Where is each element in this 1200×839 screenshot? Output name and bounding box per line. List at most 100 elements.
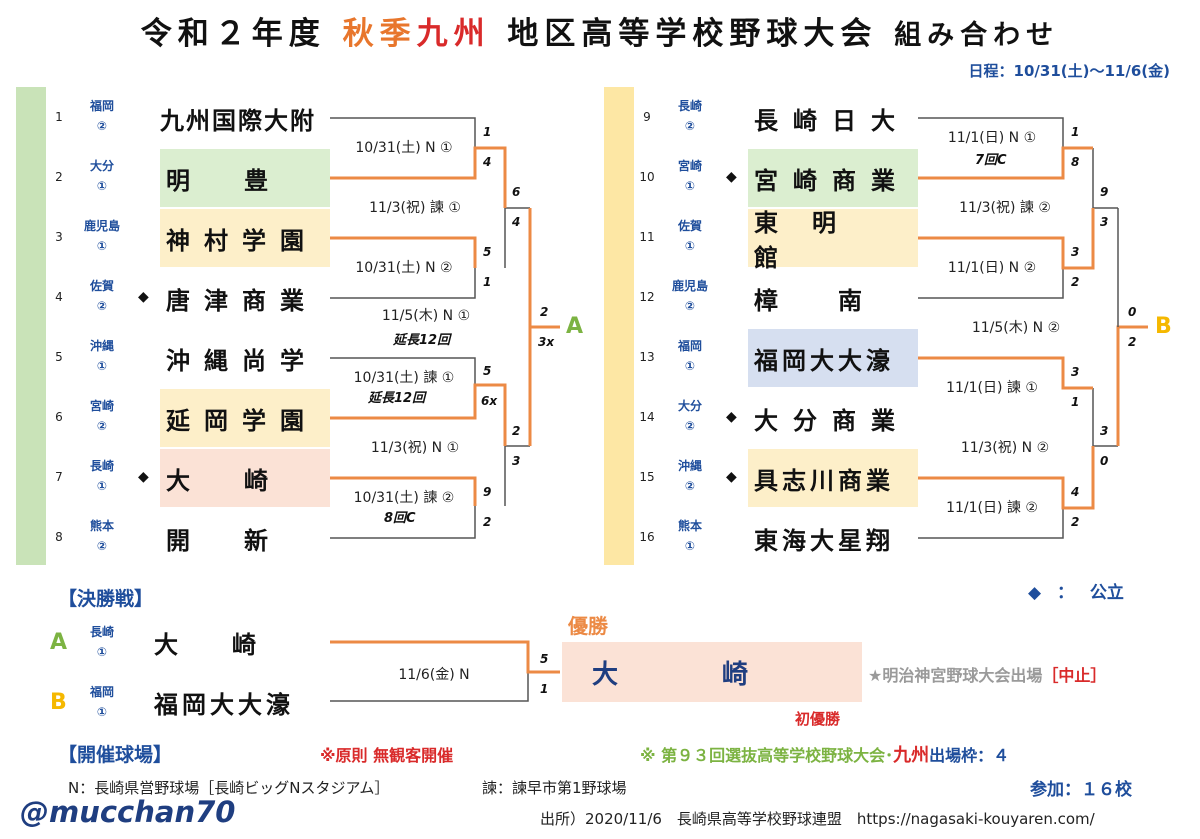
title-tournament: 地区高等学校野球大会 <box>507 16 878 52</box>
prefecture-name: 大分 <box>677 399 702 413</box>
team-prefecture: 佐賀 ② <box>76 276 128 316</box>
team-name: 開 新 <box>160 509 330 567</box>
prefecture-seed: ① <box>96 705 108 719</box>
i-venue: 諫：諫早市第1野球場 <box>482 779 627 797</box>
public-diamond-icon: ◆ <box>726 469 737 485</box>
prefecture-seed: ① <box>96 359 108 373</box>
score: 6x <box>481 394 498 408</box>
prefecture-name: 宮崎 <box>677 159 702 173</box>
match-label: 10/31(土) N ② <box>355 260 453 276</box>
score: 3 <box>1071 365 1080 379</box>
match-note: 7回C <box>975 153 1007 168</box>
match-label: 11/3(祝) N ② <box>960 440 1050 456</box>
score: 4 <box>1071 485 1080 499</box>
match-label: 11/1(日) 諫 ① <box>946 380 1038 396</box>
public-diamond-icon: ◆ <box>138 469 149 485</box>
final-b-prefecture: 福岡 ① <box>76 682 128 722</box>
prefecture-name: 福岡 <box>89 685 114 699</box>
team-name: 長崎日大 <box>748 89 918 147</box>
score: 3 <box>1071 245 1080 259</box>
prefecture-name: 沖縄 <box>677 459 702 473</box>
team-name-text: 東海大星翔 <box>754 526 894 555</box>
score: 1 <box>483 125 492 139</box>
legend-text: 公立 <box>1089 583 1124 603</box>
score: 5 <box>483 364 492 378</box>
prefecture-name: 沖縄 <box>89 339 114 353</box>
prefecture-seed: ① <box>96 645 108 659</box>
prefecture-seed: ① <box>684 179 696 193</box>
match-label: 11/3(祝) N ① <box>370 440 460 456</box>
team-name: 九州国際大附 <box>160 89 330 147</box>
prefecture-seed: ② <box>684 419 696 433</box>
prefecture-seed: ① <box>96 239 108 253</box>
schedule: 日程：10/31(土)～11/6(金) <box>968 62 1170 80</box>
score: 1 <box>1071 125 1080 139</box>
team-name-text: 福岡大大濠 <box>154 690 294 719</box>
score: 0 <box>1128 305 1137 319</box>
team-number: 5 <box>55 350 63 364</box>
public-diamond-icon: ◆ <box>726 169 737 185</box>
team-prefecture: 沖縄 ① <box>76 336 128 376</box>
team-name-text: 大 崎 <box>154 630 258 659</box>
legend-colon: ： <box>1057 583 1074 603</box>
senbatsu-post: 出場枠：４ <box>929 746 1010 765</box>
team-name: 大分商業 <box>748 389 918 447</box>
public-diamond-icon: ◆ <box>138 289 149 305</box>
match-label: 10/31(土) N ① <box>355 140 453 156</box>
prefecture-seed: ① <box>96 479 108 493</box>
score: 5 <box>483 245 492 259</box>
team-name: 宮崎商業 <box>748 149 918 207</box>
team-number: 2 <box>55 170 63 184</box>
team-number: 12 <box>639 290 655 304</box>
prefecture-seed: ② <box>96 299 108 313</box>
team-number: 16 <box>639 530 655 544</box>
prefecture-name: 佐賀 <box>89 279 114 293</box>
match-note: 8回C <box>384 511 416 526</box>
match-label: 11/5(木) N ② <box>971 320 1061 336</box>
participants: 参加：１６校 <box>1030 780 1132 800</box>
team-name-text: 開 新 <box>166 526 270 555</box>
score: 2 <box>1071 515 1080 529</box>
team-name-text: 唐津商業 <box>166 286 318 315</box>
team-number: 15 <box>639 470 655 484</box>
public-diamond-icon: ◆ <box>726 409 737 425</box>
team-name-text: 宮崎商業 <box>754 166 910 195</box>
score: 2 <box>483 515 492 529</box>
prefecture-name: 福岡 <box>677 339 702 353</box>
left-bracket-bar <box>16 87 46 565</box>
final-a-label: A <box>50 630 68 655</box>
team-name-text: 大 崎 <box>166 466 270 495</box>
final-score-b: 1 <box>540 682 549 696</box>
team-name: 東海大星翔 <box>748 509 918 567</box>
match-label: 11/1(日) 諫 ② <box>946 500 1038 516</box>
final-score-a: 5 <box>540 652 549 666</box>
final-match-label: 11/6(金) N <box>398 667 470 683</box>
team-name: 明 豊 <box>160 149 330 207</box>
score: 4 <box>512 215 521 229</box>
score: 4 <box>483 155 492 169</box>
score: 3x <box>538 335 555 349</box>
prefecture-name: 大分 <box>89 159 114 173</box>
team-prefecture: 福岡 ① <box>664 336 716 376</box>
team-prefecture: 大分 ② <box>664 396 716 436</box>
score: 6 <box>512 185 521 199</box>
bracket-label-a: A <box>566 314 584 339</box>
team-number: 6 <box>55 410 63 424</box>
score: 1 <box>483 275 492 289</box>
team-name-text: 大分商業 <box>754 406 910 435</box>
winner-label: 優勝 <box>568 614 608 638</box>
prefecture-seed: ① <box>684 359 696 373</box>
score: 2 <box>1128 335 1137 349</box>
title-era: 令和２年度 <box>140 16 326 52</box>
prefecture-name: 鹿児島 <box>671 279 708 293</box>
team-name-text: 延岡学園 <box>166 406 318 435</box>
final-heading: 【決勝戦】 <box>58 588 154 610</box>
team-name: 福岡大大濠 <box>748 329 918 387</box>
score: 8 <box>1071 155 1080 169</box>
